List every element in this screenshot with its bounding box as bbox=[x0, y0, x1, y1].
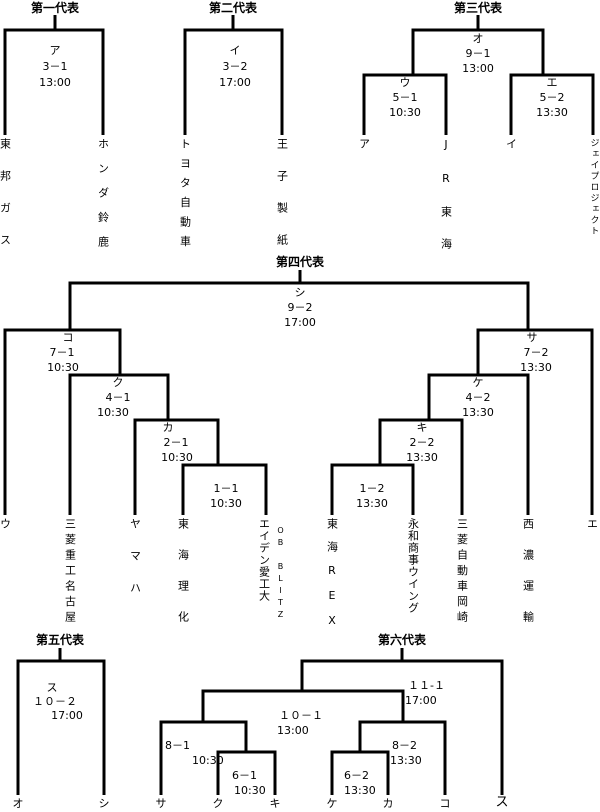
bracket-4-lines bbox=[3, 270, 594, 515]
match-id: ス bbox=[46, 681, 58, 694]
bracket-1-lines bbox=[3, 15, 105, 135]
match-time: 10:30 bbox=[97, 406, 129, 419]
match-score: 2－2 bbox=[409, 436, 435, 449]
bracket-title: 第三代表 bbox=[453, 1, 503, 15]
match-score: 8－1 bbox=[165, 739, 190, 752]
team-name: 西濃運輸 bbox=[521, 518, 535, 642]
team-name: ク bbox=[212, 797, 224, 810]
match-score: 1－1 bbox=[213, 482, 239, 495]
team-name: 東海REX bbox=[325, 518, 339, 639]
match-time: 10:30 bbox=[192, 754, 224, 767]
match-id: エ bbox=[546, 76, 558, 89]
team-name: 三菱重工名古屋 bbox=[63, 518, 77, 627]
match-score: 3－1 bbox=[42, 60, 68, 73]
bracket-6-lines bbox=[159, 648, 504, 795]
match-score: 9－2 bbox=[287, 301, 313, 314]
match-time: 13:00 bbox=[277, 724, 309, 737]
match-score: 6－1 bbox=[232, 769, 257, 782]
match-time: 10:30 bbox=[47, 361, 79, 374]
match-time: 13:30 bbox=[356, 497, 388, 510]
team-name: ア bbox=[357, 138, 371, 149]
team-name: ホンダ鈴鹿 bbox=[96, 138, 110, 261]
match-id: ケ bbox=[472, 376, 484, 389]
team-name: オ bbox=[12, 797, 24, 810]
bracket-title: 第二代表 bbox=[208, 1, 258, 15]
team-name: ス bbox=[495, 795, 509, 810]
match-id: カ bbox=[162, 421, 174, 434]
team-name: OB BLITZ bbox=[276, 526, 285, 622]
match-score: 5－2 bbox=[539, 91, 565, 104]
team-name: 三菱自動車岡崎 bbox=[455, 518, 469, 627]
match-score: 2－1 bbox=[163, 436, 189, 449]
match-score: 3－2 bbox=[222, 60, 248, 73]
team-name: 永和商事ウイング bbox=[406, 518, 420, 614]
match-id: コ bbox=[62, 331, 74, 344]
team-name: サ bbox=[155, 797, 167, 810]
bracket-title: 第五代表 bbox=[35, 633, 85, 647]
match-score: 8－2 bbox=[392, 739, 417, 752]
bracket-title: 第六代表 bbox=[377, 633, 427, 647]
match-id: ク bbox=[112, 376, 124, 389]
match-score: １１-１ bbox=[408, 679, 445, 692]
match-time: 17:00 bbox=[405, 694, 437, 707]
team-name: ウ bbox=[0, 518, 12, 529]
match-score: 7－1 bbox=[49, 346, 75, 359]
team-name: JR東海 bbox=[439, 138, 453, 270]
match-time: 13:00 bbox=[39, 76, 71, 89]
match-id: イ bbox=[229, 44, 241, 57]
match-score: 4－1 bbox=[105, 391, 131, 404]
team-name: コ bbox=[439, 797, 451, 810]
bracket-title: 第一代表 bbox=[30, 1, 80, 15]
match-time: 13:30 bbox=[344, 784, 376, 797]
team-name: キ bbox=[269, 797, 281, 810]
bracket-3-lines bbox=[362, 15, 595, 135]
match-time: 13:00 bbox=[462, 62, 494, 75]
match-time: 13:30 bbox=[462, 406, 494, 419]
team-name: エイデン愛工大 bbox=[257, 518, 271, 602]
team-name: 王子製紙 bbox=[275, 138, 289, 266]
match-score: 7－2 bbox=[523, 346, 549, 359]
match-score: 4－2 bbox=[465, 391, 491, 404]
team-name: イ bbox=[504, 138, 518, 149]
match-id: ア bbox=[49, 44, 61, 57]
match-time: 17:00 bbox=[51, 709, 83, 722]
match-id: キ bbox=[416, 421, 428, 434]
match-time: 10:30 bbox=[210, 497, 242, 510]
match-time: 10:30 bbox=[389, 106, 421, 119]
match-id: サ bbox=[526, 331, 538, 344]
match-time: 10:30 bbox=[234, 784, 266, 797]
team-name: トヨタ自動車 bbox=[178, 138, 192, 255]
bracket-5-lines bbox=[16, 648, 106, 795]
team-name: ジェイプロジェクト bbox=[588, 138, 599, 237]
team-name: シ bbox=[98, 797, 110, 810]
match-id: シ bbox=[294, 286, 306, 299]
match-score: 5－1 bbox=[392, 91, 418, 104]
match-time: 13:30 bbox=[536, 106, 568, 119]
match-score: 9－1 bbox=[465, 47, 491, 60]
match-score: １０－１ bbox=[279, 709, 323, 722]
team-name: エ bbox=[585, 518, 599, 529]
match-time: 10:30 bbox=[161, 451, 193, 464]
match-id: オ bbox=[472, 32, 484, 45]
match-score: 6－2 bbox=[344, 769, 369, 782]
match-time: 17:00 bbox=[219, 76, 251, 89]
team-name: ケ bbox=[326, 797, 338, 810]
team-name: 東邦ガス bbox=[0, 138, 12, 266]
match-id: ウ bbox=[399, 76, 411, 89]
team-name: カ bbox=[382, 797, 394, 810]
bracket-2-lines bbox=[183, 15, 284, 135]
match-time: 13:30 bbox=[390, 754, 422, 767]
match-score: １０－２ bbox=[33, 695, 77, 708]
bracket-title: 第四代表 bbox=[275, 255, 325, 269]
match-time: 13:30 bbox=[406, 451, 438, 464]
team-name: ヤマハ bbox=[128, 518, 142, 614]
match-time: 17:00 bbox=[284, 316, 316, 329]
match-time: 13:30 bbox=[520, 361, 552, 374]
team-name: 東海理化 bbox=[176, 518, 190, 642]
match-score: 1－2 bbox=[359, 482, 385, 495]
